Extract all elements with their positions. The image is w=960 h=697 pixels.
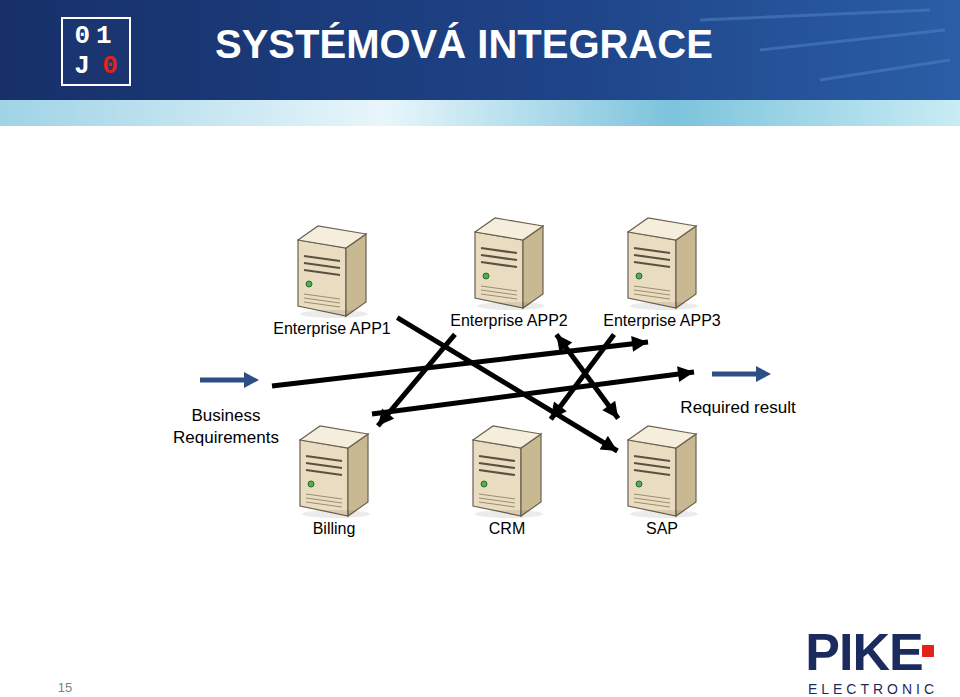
logo-red-square bbox=[922, 645, 934, 657]
page-number: 15 bbox=[58, 680, 72, 695]
server-node: Enterprise APP1 bbox=[269, 216, 394, 340]
output-arrow-head bbox=[756, 366, 771, 382]
server-node: CRM bbox=[465, 416, 549, 540]
output-arrow bbox=[712, 372, 758, 377]
input-arrow bbox=[200, 378, 246, 383]
header-streak bbox=[0, 100, 960, 126]
server-label: Enterprise APP1 bbox=[273, 320, 390, 338]
server-label: SAP bbox=[646, 520, 678, 538]
server-label: Billing bbox=[313, 520, 356, 538]
server-icon bbox=[471, 210, 547, 310]
logo-box bbox=[62, 18, 130, 85]
server-icon bbox=[296, 418, 372, 518]
logo-digits: 01 bbox=[74, 21, 117, 51]
server-label: Enterprise APP2 bbox=[450, 312, 567, 330]
server-node: Enterprise APP2 bbox=[446, 208, 571, 332]
server-node: SAP bbox=[620, 416, 704, 540]
company-logo: PIKE bbox=[805, 622, 922, 682]
input-label: Business Requirements bbox=[161, 405, 291, 449]
integration-arrow bbox=[397, 318, 617, 451]
logo-digits: J bbox=[74, 51, 90, 81]
logo-digits: 0 bbox=[102, 51, 118, 81]
server-label: CRM bbox=[489, 520, 525, 538]
integration-arrow bbox=[551, 334, 614, 419]
header-decoration bbox=[700, 10, 950, 80]
server-icon bbox=[624, 210, 700, 310]
server-label: Enterprise APP3 bbox=[603, 312, 720, 330]
output-label: Required result bbox=[680, 398, 795, 418]
header-bar bbox=[0, 0, 960, 100]
server-icon bbox=[294, 218, 370, 318]
slide-title: SYSTÉMOVÁ INTEGRACE bbox=[215, 22, 713, 67]
integration-arrow bbox=[556, 334, 618, 418]
server-node: Billing bbox=[292, 416, 376, 540]
company-tagline: ELECTRONIC bbox=[808, 681, 938, 697]
input-arrow-head bbox=[244, 372, 259, 388]
server-icon bbox=[624, 418, 700, 518]
server-icon bbox=[469, 418, 545, 518]
server-node: Enterprise APP3 bbox=[599, 208, 724, 332]
